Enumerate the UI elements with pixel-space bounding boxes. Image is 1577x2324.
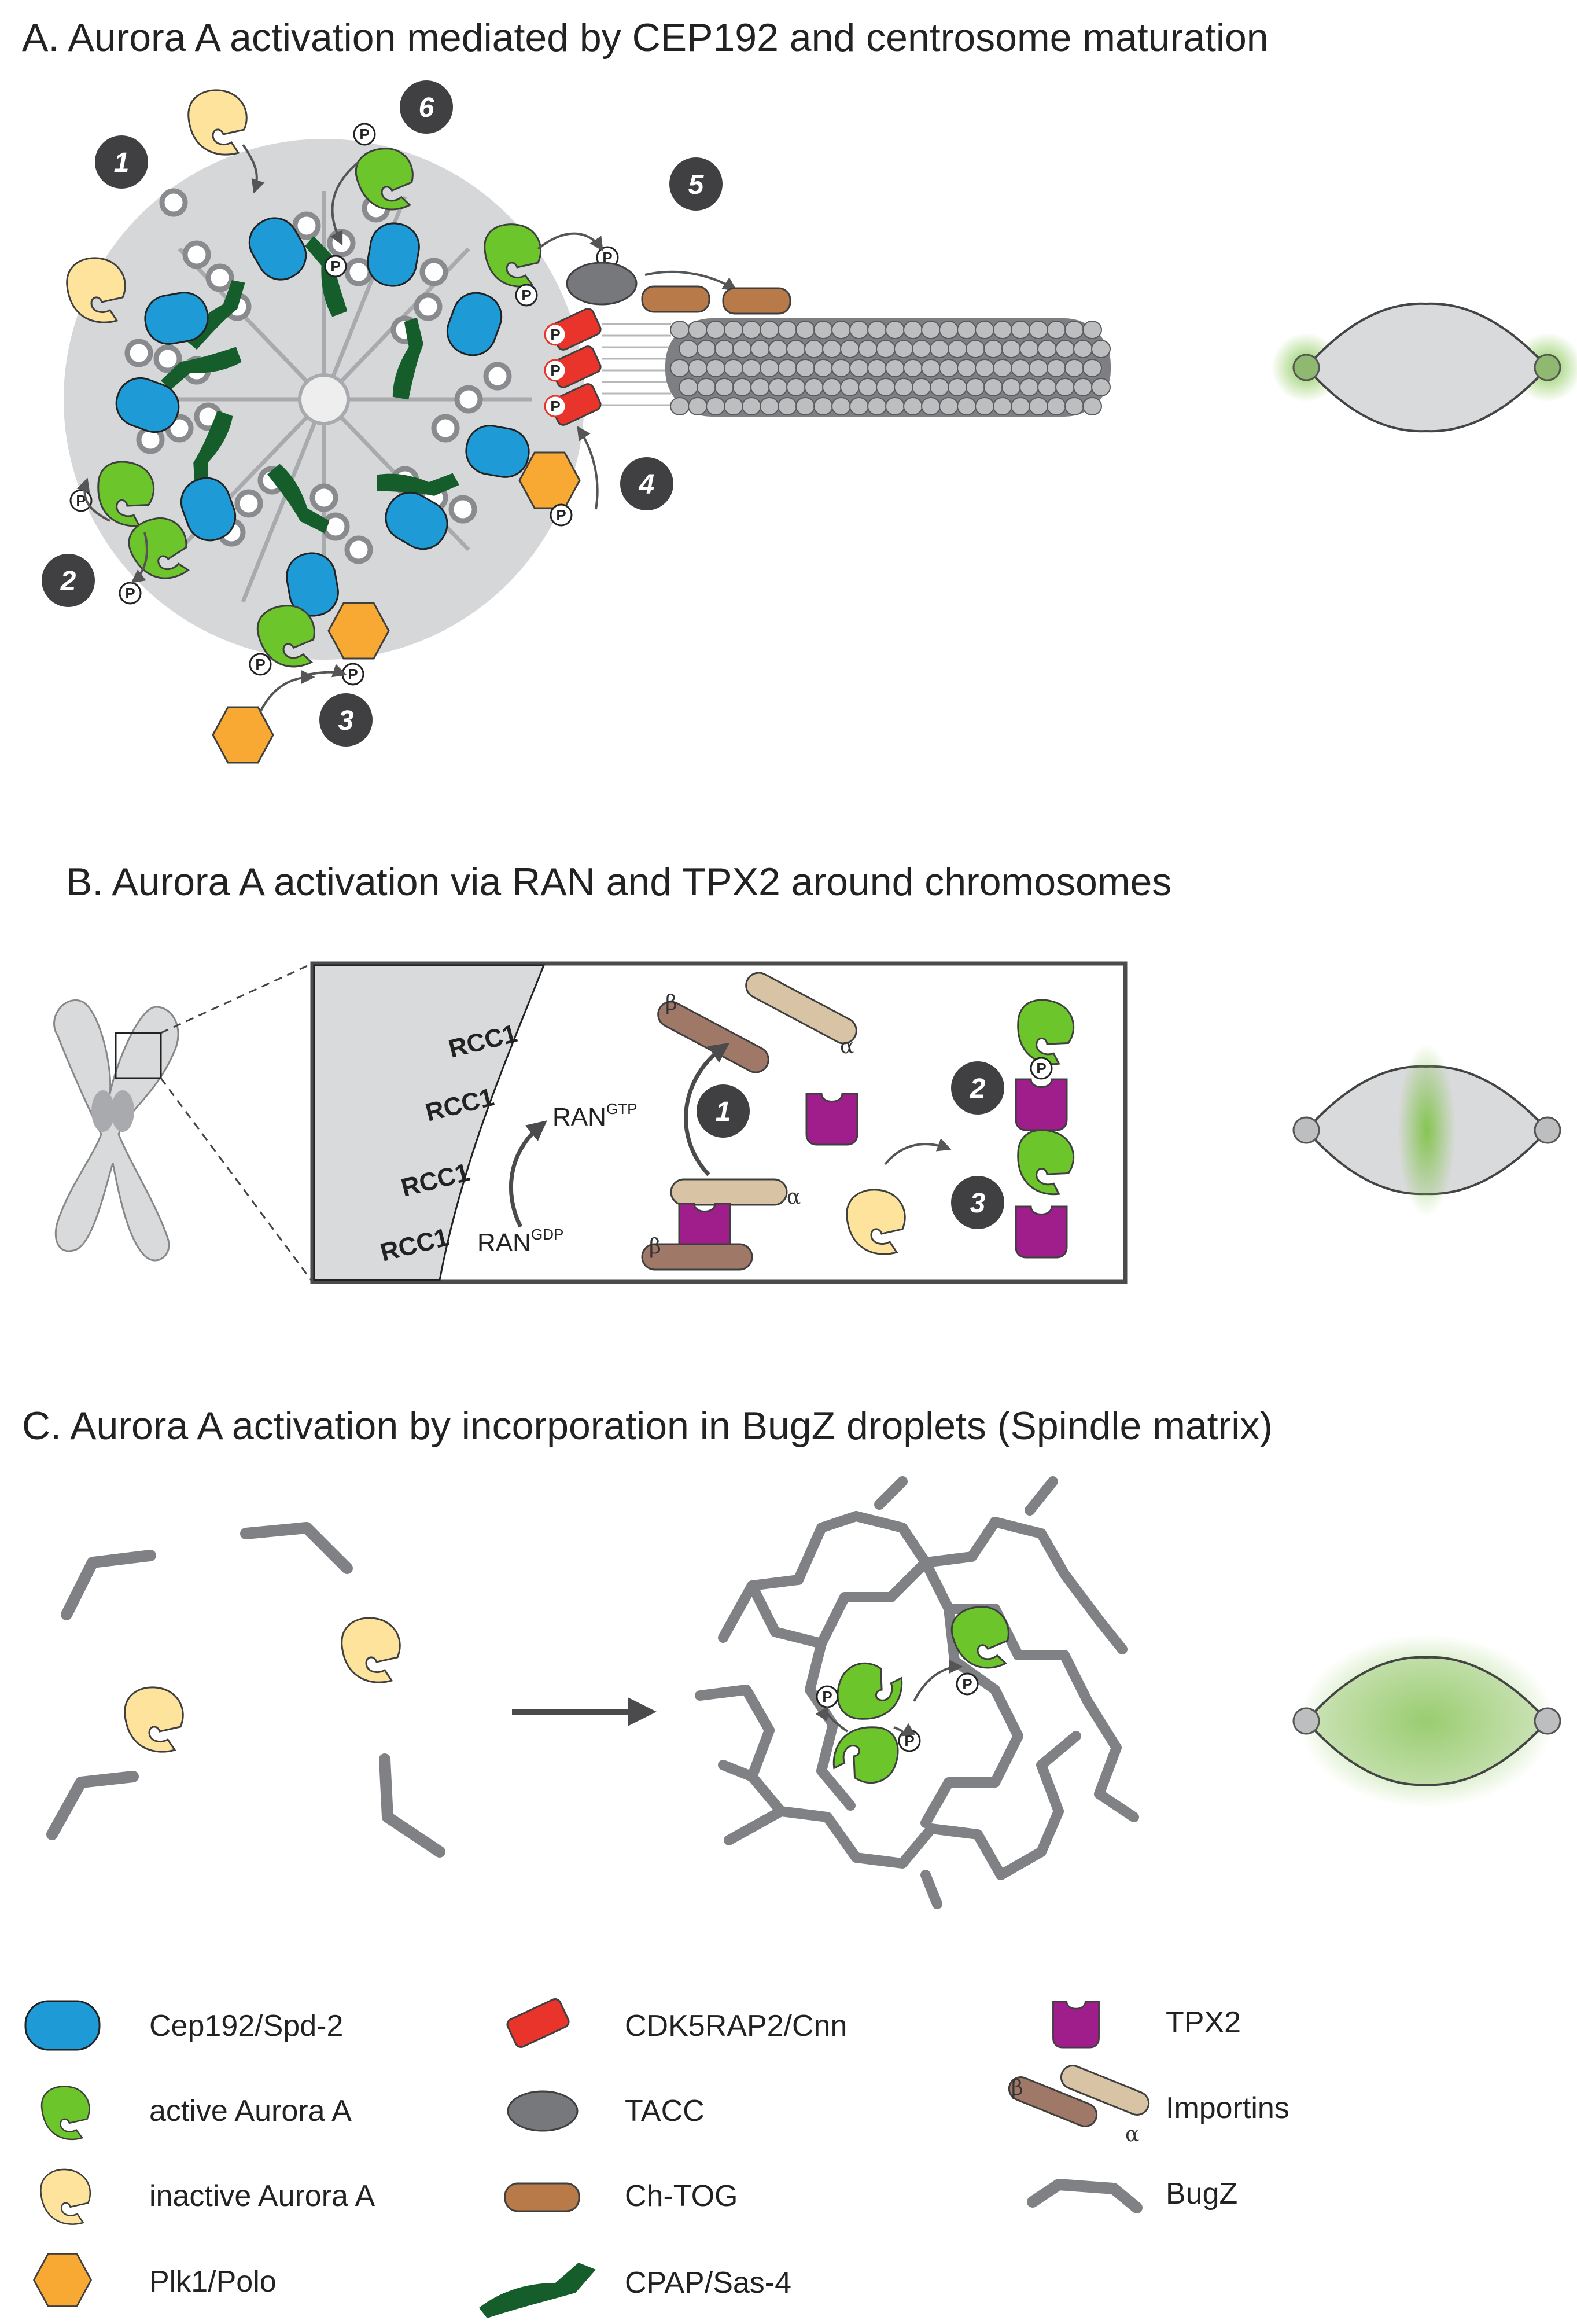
panel-a-title: A. Aurora A activation mediated by CEP19…: [22, 16, 1269, 60]
svg-text:β: β: [1011, 2076, 1023, 2100]
step-3-b: 3: [951, 1176, 1004, 1229]
svg-text:Cep192/Spd-2: Cep192/Spd-2: [149, 2009, 343, 2043]
ran-gdp-label: RAN GDP: [477, 1226, 563, 1257]
svg-text:CDK5RAP2/Cnn: CDK5RAP2/Cnn: [625, 2009, 847, 2043]
svg-text:1: 1: [716, 1097, 731, 1127]
svg-text:α: α: [840, 1035, 854, 1058]
legend: Cep192/Spd-2 active Aurora A inactive Au…: [24, 1998, 1289, 2318]
svg-text:BugZ: BugZ: [1166, 2177, 1237, 2211]
svg-text:4: 4: [639, 469, 655, 500]
svg-text:RAN: RAN: [552, 1103, 606, 1131]
inactive-aurora-c1: [341, 1617, 401, 1683]
ran-gtp-label: RAN GTP: [552, 1100, 637, 1131]
svg-text:3: 3: [338, 705, 354, 736]
importin-release-arrow: [684, 1042, 730, 1176]
svg-text:5: 5: [688, 170, 705, 200]
svg-text:1: 1: [114, 148, 130, 178]
svg-text:TPX2: TPX2: [1166, 2006, 1241, 2039]
importins-free: β α: [657, 972, 857, 1073]
tacc-a: [566, 262, 638, 306]
svg-text:Ch-TOG: Ch-TOG: [625, 2179, 738, 2213]
spindle-icon-c: [1292, 1634, 1561, 1808]
bugz-free: [46, 1522, 445, 1858]
legend-inactive-aurora: inactive Aurora A: [40, 2168, 375, 2225]
plk1-step3: [212, 706, 274, 764]
legend-tacc: TACC: [507, 2090, 705, 2132]
zoom-line-bottom: [160, 1078, 314, 1282]
legend-importins: β α Importins: [1008, 2065, 1289, 2146]
svg-text:3: 3: [970, 1188, 986, 1219]
svg-text:2: 2: [60, 566, 76, 597]
panel-b-title: B. Aurora A activation via RAN and TPX2 …: [66, 860, 1171, 904]
legend-active-aurora: active Aurora A: [40, 2086, 352, 2141]
svg-text:active Aurora A: active Aurora A: [149, 2094, 352, 2128]
spindle-icon-a: [1272, 302, 1577, 433]
legend-bugz: BugZ: [1027, 2177, 1237, 2213]
svg-text:TACC: TACC: [625, 2094, 705, 2128]
svg-text:α: α: [787, 1185, 801, 1209]
svg-text:2: 2: [970, 1073, 986, 1104]
ran-exchange-arrow: [509, 1120, 547, 1228]
chromosome: [53, 999, 179, 1262]
spindle-icon-b: [1292, 1043, 1561, 1217]
svg-text:CPAP/Sas-4: CPAP/Sas-4: [625, 2266, 791, 2300]
step-1-b: 1: [697, 1084, 750, 1138]
svg-text:GTP: GTP: [606, 1100, 637, 1117]
svg-text:6: 6: [419, 93, 434, 123]
arrow-to-complex-b: [884, 1138, 952, 1165]
legend-cpap: CPAP/Sas-4: [479, 2263, 791, 2318]
bugz-droplet-network: [695, 1476, 1139, 1909]
legend-cdk5rap2: CDK5RAP2/Cnn: [506, 1998, 847, 2048]
step-numbers-a: 1 2 3 4 5 6: [42, 80, 723, 747]
cnn-stack: [544, 308, 602, 426]
aurora-in-droplet: [815, 1601, 1015, 1788]
centrosome: [64, 139, 584, 674]
chtog-a1: [641, 285, 710, 313]
svg-text:β: β: [649, 1235, 661, 1259]
tpx2-free: [805, 1093, 858, 1146]
svg-text:inactive Aurora A: inactive Aurora A: [149, 2179, 375, 2213]
legend-tpx2: TPX2: [1052, 2001, 1241, 2049]
importin-tpx2-complex: α β: [641, 1178, 801, 1271]
microtubule: [602, 318, 1111, 417]
zoom-line-top: [160, 962, 313, 1034]
legend-chtog: Ch-TOG: [504, 2179, 738, 2213]
panel-c-title: C. Aurora A activation by incorporation …: [22, 1404, 1273, 1448]
arrows-a: [76, 144, 737, 712]
inactive-aurora-step1: [187, 89, 248, 156]
legend-cep192: Cep192/Spd-2: [24, 2000, 343, 2051]
svg-text:β: β: [665, 991, 677, 1015]
step-2-b: 2: [951, 1061, 1004, 1115]
inactive-aurora-c2: [124, 1686, 184, 1753]
svg-text:GDP: GDP: [531, 1226, 563, 1243]
svg-text:RAN: RAN: [477, 1229, 531, 1257]
chtog-a2: [722, 287, 791, 315]
legend-plk1: Plk1/Polo: [33, 2252, 277, 2308]
svg-text:Plk1/Polo: Plk1/Polo: [149, 2265, 277, 2299]
svg-text:Importins: Importins: [1166, 2091, 1289, 2125]
svg-text:α: α: [1125, 2123, 1139, 2146]
